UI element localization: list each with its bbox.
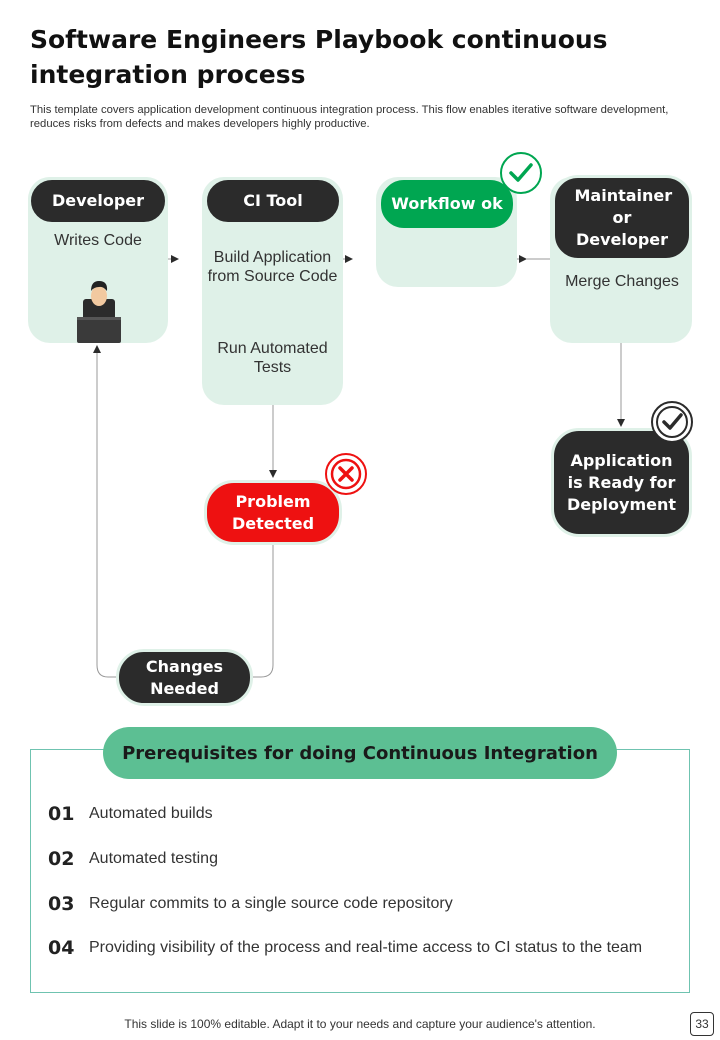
deployment-check-badge [651,401,693,443]
deployment-label: Application is Ready for Deployment [551,428,692,537]
changes-needed-label: Changes Needed [116,649,253,706]
problem-error-badge [325,453,367,495]
workflow-ok-label: Workflow ok [378,177,516,231]
page-number: 33 [690,1012,714,1036]
maintainer-text: Merge Changes [565,273,679,290]
item-number: 03 [48,893,75,915]
item-number: 01 [48,803,75,825]
problem-detected-text: Problem Detected [231,491,315,533]
footer-text: This slide is 100% editable. Adapt it to… [124,1017,596,1031]
list-item: 04 Providing visibility of the process a… [48,934,642,962]
item-text: Automated testing [89,850,218,867]
list-item: 03 Regular commits to a single source co… [48,890,453,918]
ci-tool-label: CI Tool [204,177,342,225]
deployment-label-text: Application is Ready for Deployment [566,450,677,514]
list-item: 02 Automated testing [48,845,218,873]
arrow-changes-developer [93,345,118,678]
problem-detected-label: Problem Detected [204,480,342,545]
changes-needed-text: Changes Needed [145,656,224,698]
developer-person-icon [77,281,121,343]
list-item: 01 Automated builds [48,800,213,828]
item-text: Providing visibility of the process and … [89,939,643,956]
item-text: Automated builds [89,805,213,822]
close-icon [330,458,362,490]
item-number: 02 [48,848,75,870]
ci-tool-test-text: Run Automated Tests [217,340,328,376]
developer-label: Developer [28,177,168,225]
workflow-check-badge [500,152,542,194]
item-text: Regular commits to a single source code … [89,895,453,912]
page-title: Software Engineers Playbook continuous i… [30,25,608,89]
developer-text: Writes Code [54,232,142,249]
ci-tool-build-text: Build Application from Source Code [207,249,338,285]
page-subtitle: This template covers application develop… [30,104,669,130]
item-number: 04 [48,937,75,959]
prerequisites-title: Prerequisites for doing Continuous Integ… [103,727,617,779]
maintainer-label: Maintainer or Developer [552,175,692,261]
line-problem-changes [253,545,274,678]
check-icon [656,406,688,438]
maintainer-label-text: Maintainer or Developer [574,186,673,249]
check-icon [509,163,533,182]
